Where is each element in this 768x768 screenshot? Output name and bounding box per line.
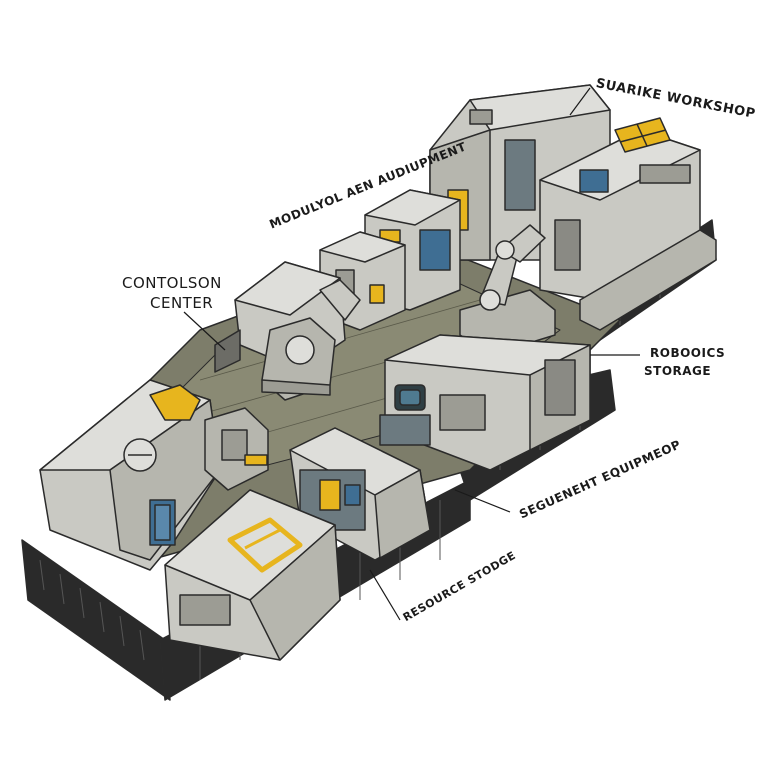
label-robotics-storage-line1: ROBOOICS [650, 346, 726, 360]
label-control-center-line2: CENTER [150, 294, 214, 312]
resource-storage-module [164, 489, 341, 661]
robotics-storage-module [379, 334, 591, 471]
control-center-module [214, 261, 361, 401]
modular-equipment-module [319, 189, 461, 331]
label-robotics-storage-line2: STORAGE [644, 364, 712, 378]
workshop-module [429, 84, 717, 331]
label-control-center-line1: CONTOLSON [122, 274, 222, 292]
crate-icon [227, 517, 303, 573]
front-left-module [39, 379, 269, 571]
